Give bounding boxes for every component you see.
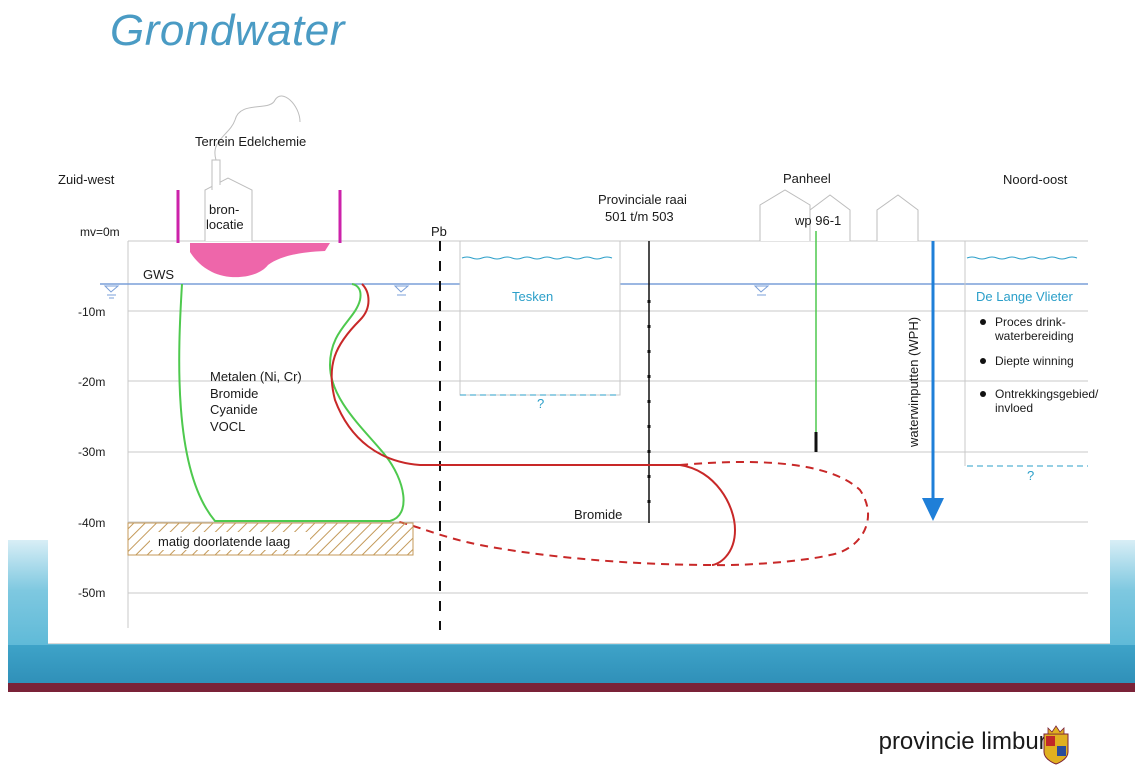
bullet-1-line1: Proces drink-	[995, 315, 1066, 329]
plume-green	[178, 283, 405, 522]
factory-icon	[204, 95, 301, 241]
source-label-line1: bron-	[209, 202, 239, 217]
raai-label-line2: 501 t/m 503	[605, 209, 674, 224]
legend-bullets: Proces drink- waterbereiding Diepte winn…	[980, 315, 1099, 415]
page-title: Grondwater	[110, 6, 345, 55]
water-level-icon	[393, 285, 410, 296]
footer-stripe	[8, 683, 1135, 692]
bullet-2-line1: Diepte winning	[995, 354, 1074, 368]
lange-vlieter-label: De Lange Vlieter	[976, 289, 1074, 304]
source-zone	[190, 243, 330, 278]
water-level-icon	[753, 285, 770, 296]
coat-of-arms-icon	[1043, 725, 1069, 765]
wph-arrow-head	[922, 498, 944, 521]
tesken-label: Tesken	[512, 289, 553, 304]
surface-label: mv=0m	[80, 225, 120, 239]
depth-label-40: -40m	[78, 516, 105, 530]
northeast-label: Noord-oost	[1003, 172, 1068, 187]
terrain-label: Terrein Edelchemie	[195, 134, 306, 149]
bullet-3-line1: Ontrekkingsgebied/	[995, 387, 1099, 401]
lange-vlieter-pond	[964, 241, 1088, 467]
depth-label-30: -30m	[78, 445, 105, 459]
depth-label-10: -10m	[78, 305, 105, 319]
water-level-icon	[103, 285, 120, 299]
wp-label: wp 96-1	[794, 213, 841, 228]
depth-label-20: -20m	[78, 375, 105, 389]
panheel-label: Panheel	[783, 171, 831, 186]
depth-label-50: -50m	[78, 586, 105, 600]
southwest-label: Zuid-west	[58, 172, 115, 187]
brand-label: provincie limburg	[878, 728, 1060, 755]
raai-label-line1: Provinciale raai	[598, 192, 687, 207]
plume-red	[330, 283, 737, 566]
wph-label: waterwinputten (WPH)	[906, 317, 921, 448]
lange-vlieter-unknown-depth: ?	[1027, 468, 1034, 483]
contaminant-4: VOCL	[210, 419, 245, 434]
contaminant-1: Metalen (Ni, Cr)	[210, 369, 302, 384]
background-water-band-lower	[8, 645, 1135, 685]
aquitard-label: matig doorlatende laag	[158, 534, 290, 549]
bullet-icon	[980, 391, 986, 397]
panheel-houses-icon	[759, 189, 919, 241]
bullet-3-line2: invloed	[995, 401, 1033, 415]
tesken-unknown-depth: ?	[537, 396, 544, 411]
bullet-icon	[980, 319, 986, 325]
source-label-line2: locatie	[206, 217, 244, 232]
contaminant-3: Cyanide	[210, 402, 258, 417]
gws-label: GWS	[143, 267, 174, 282]
contaminant-2: Bromide	[210, 386, 258, 401]
tesken-pond	[459, 241, 621, 396]
aquitard-label-bg	[150, 532, 310, 550]
bullet-1-line2: waterbereiding	[994, 329, 1074, 343]
pb-label: Pb	[431, 224, 447, 239]
plume-red-dashed	[394, 460, 870, 567]
bullet-icon	[980, 358, 986, 364]
depth-grid	[127, 240, 1088, 628]
bromide-label: Bromide	[574, 507, 622, 522]
